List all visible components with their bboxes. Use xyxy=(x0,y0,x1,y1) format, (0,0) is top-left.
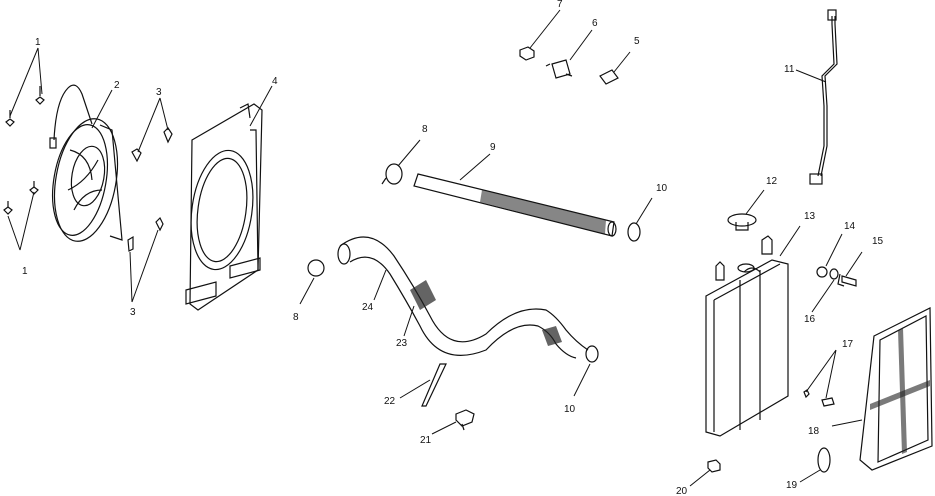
callout-11: 11 xyxy=(784,64,795,75)
callout-7: 7 xyxy=(557,0,563,10)
part-20-plug xyxy=(707,459,721,473)
part-10-clamp-lower xyxy=(585,345,599,363)
callout-8b: 8 xyxy=(293,312,299,323)
callout-6: 6 xyxy=(592,18,598,29)
callout-8a: 8 xyxy=(422,124,428,135)
part-18-screen xyxy=(859,307,933,471)
callout-14: 14 xyxy=(844,221,856,232)
callout-15: 15 xyxy=(872,236,884,247)
callout-23: 23 xyxy=(396,338,408,349)
callout-10a: 10 xyxy=(656,183,668,194)
part-8-clamp-lower xyxy=(307,259,325,277)
part-21-clip xyxy=(455,409,475,431)
part-2-fan xyxy=(49,84,123,242)
part-11-sensor-wire xyxy=(809,9,838,185)
part-15-bolt xyxy=(837,273,857,287)
callout-labels: 1 1 2 3 3 4 5 6 7 8 8 9 10 10 11 12 13 1… xyxy=(22,0,884,496)
part-4-shroud xyxy=(185,103,263,311)
part-17-clips xyxy=(803,389,835,407)
part-19-decal xyxy=(817,447,831,473)
part-6-fitting xyxy=(545,59,573,79)
callout-19: 19 xyxy=(786,480,798,491)
callout-3b: 3 xyxy=(130,307,136,318)
callout-2: 2 xyxy=(114,80,120,91)
part-9-hose xyxy=(413,173,617,237)
part-12-cap xyxy=(727,213,757,231)
callout-3a: 3 xyxy=(156,87,162,98)
callout-1a: 1 xyxy=(35,37,41,48)
callout-5: 5 xyxy=(634,36,640,47)
part-1-fasteners xyxy=(3,86,45,215)
part-24-lower-hose xyxy=(337,236,589,359)
callout-18: 18 xyxy=(808,426,820,437)
callout-16: 16 xyxy=(804,314,816,325)
part-13-radiator xyxy=(705,235,789,437)
part-8-clamp-upper xyxy=(381,163,403,185)
callout-10b: 10 xyxy=(564,404,576,415)
part-10-clamp-upper xyxy=(627,222,641,242)
part-7-nut xyxy=(519,46,535,61)
callout-22: 22 xyxy=(384,396,396,407)
part-3-clips xyxy=(127,127,173,252)
callout-20: 20 xyxy=(676,486,688,496)
leader-lines xyxy=(7,9,863,487)
part-16-grommet xyxy=(829,268,839,280)
part-23-sleeve xyxy=(410,280,562,346)
callout-4: 4 xyxy=(272,76,278,87)
callout-9: 9 xyxy=(490,142,496,153)
callout-12: 12 xyxy=(766,176,778,187)
callout-21: 21 xyxy=(420,435,432,446)
part-5-sleeve xyxy=(599,69,619,85)
callout-24: 24 xyxy=(362,302,374,313)
callout-1b: 1 xyxy=(22,266,28,277)
callout-17: 17 xyxy=(842,339,854,350)
part-14-washer xyxy=(816,266,828,278)
callout-13: 13 xyxy=(804,211,816,222)
part-22-tie-strap xyxy=(421,363,447,407)
